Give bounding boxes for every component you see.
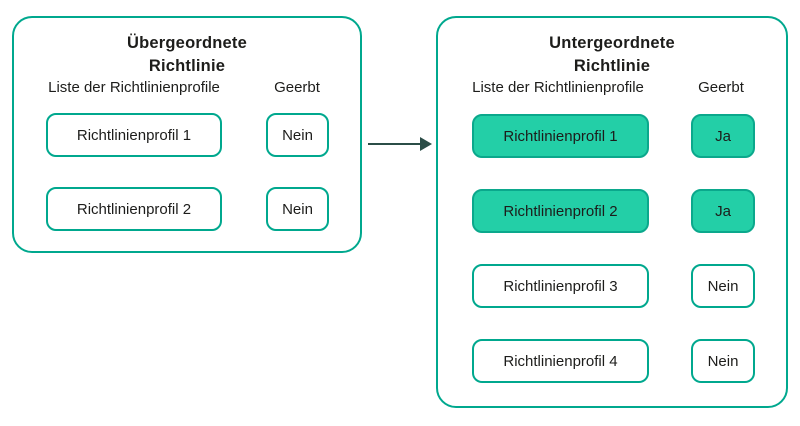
inheritance-arrow [368,137,432,151]
child-policy-title: Untergeordnete Richtlinie [438,32,786,78]
child-policy-title-line2: Richtlinie [573,57,651,75]
parent-policy-title: Übergeordnete Richtlinie [14,32,360,78]
policy-profile-chip: Richtlinienprofil 4 [472,339,649,383]
parent-policy-panel: Übergeordnete Richtlinie Liste der Richt… [12,16,362,253]
policy-profile-chip: Richtlinienprofil 3 [472,264,649,308]
parent-policy-title-line1: Übergeordnete [127,34,247,52]
policy-profile-chip: Richtlinienprofil 2 [46,187,222,231]
child-inherited-column-header: Geerbt [698,79,744,96]
parent-inherited-column-header: Geerbt [274,79,320,96]
policy-profile-chip: Richtlinienprofil 1 [46,113,222,157]
inherited-status-chip: Nein [266,187,329,231]
child-profile-row: Richtlinienprofil 4 Nein [438,339,786,383]
child-profile-row-inherited: Richtlinienprofil 1 Ja [438,114,786,158]
parent-profile-row: Richtlinienprofil 1 Nein [14,113,360,157]
inherited-status-chip: Nein [691,264,755,308]
policy-profile-chip: Richtlinienprofil 2 [472,189,649,233]
child-profile-row: Richtlinienprofil 3 Nein [438,264,786,308]
child-policy-title-line1: Untergeordnete [549,34,675,52]
inherited-status-chip: Nein [691,339,755,383]
child-policy-panel: Untergeordnete Richtlinie Liste der Rich… [436,16,788,408]
policy-profile-chip: Richtlinienprofil 1 [472,114,649,158]
child-profile-row-inherited: Richtlinienprofil 2 Ja [438,189,786,233]
parent-policy-title-line2: Richtlinie [148,57,226,75]
child-profiles-column-header: Liste der Richtlinienprofile [472,79,644,96]
parent-profiles-column-header: Liste der Richtlinienprofile [48,79,220,96]
arrow-head-icon [420,137,432,151]
arrow-line [368,143,423,145]
inherited-status-chip: Ja [691,114,755,158]
parent-profile-row: Richtlinienprofil 2 Nein [14,187,360,231]
inherited-status-chip: Ja [691,189,755,233]
inherited-status-chip: Nein [266,113,329,157]
